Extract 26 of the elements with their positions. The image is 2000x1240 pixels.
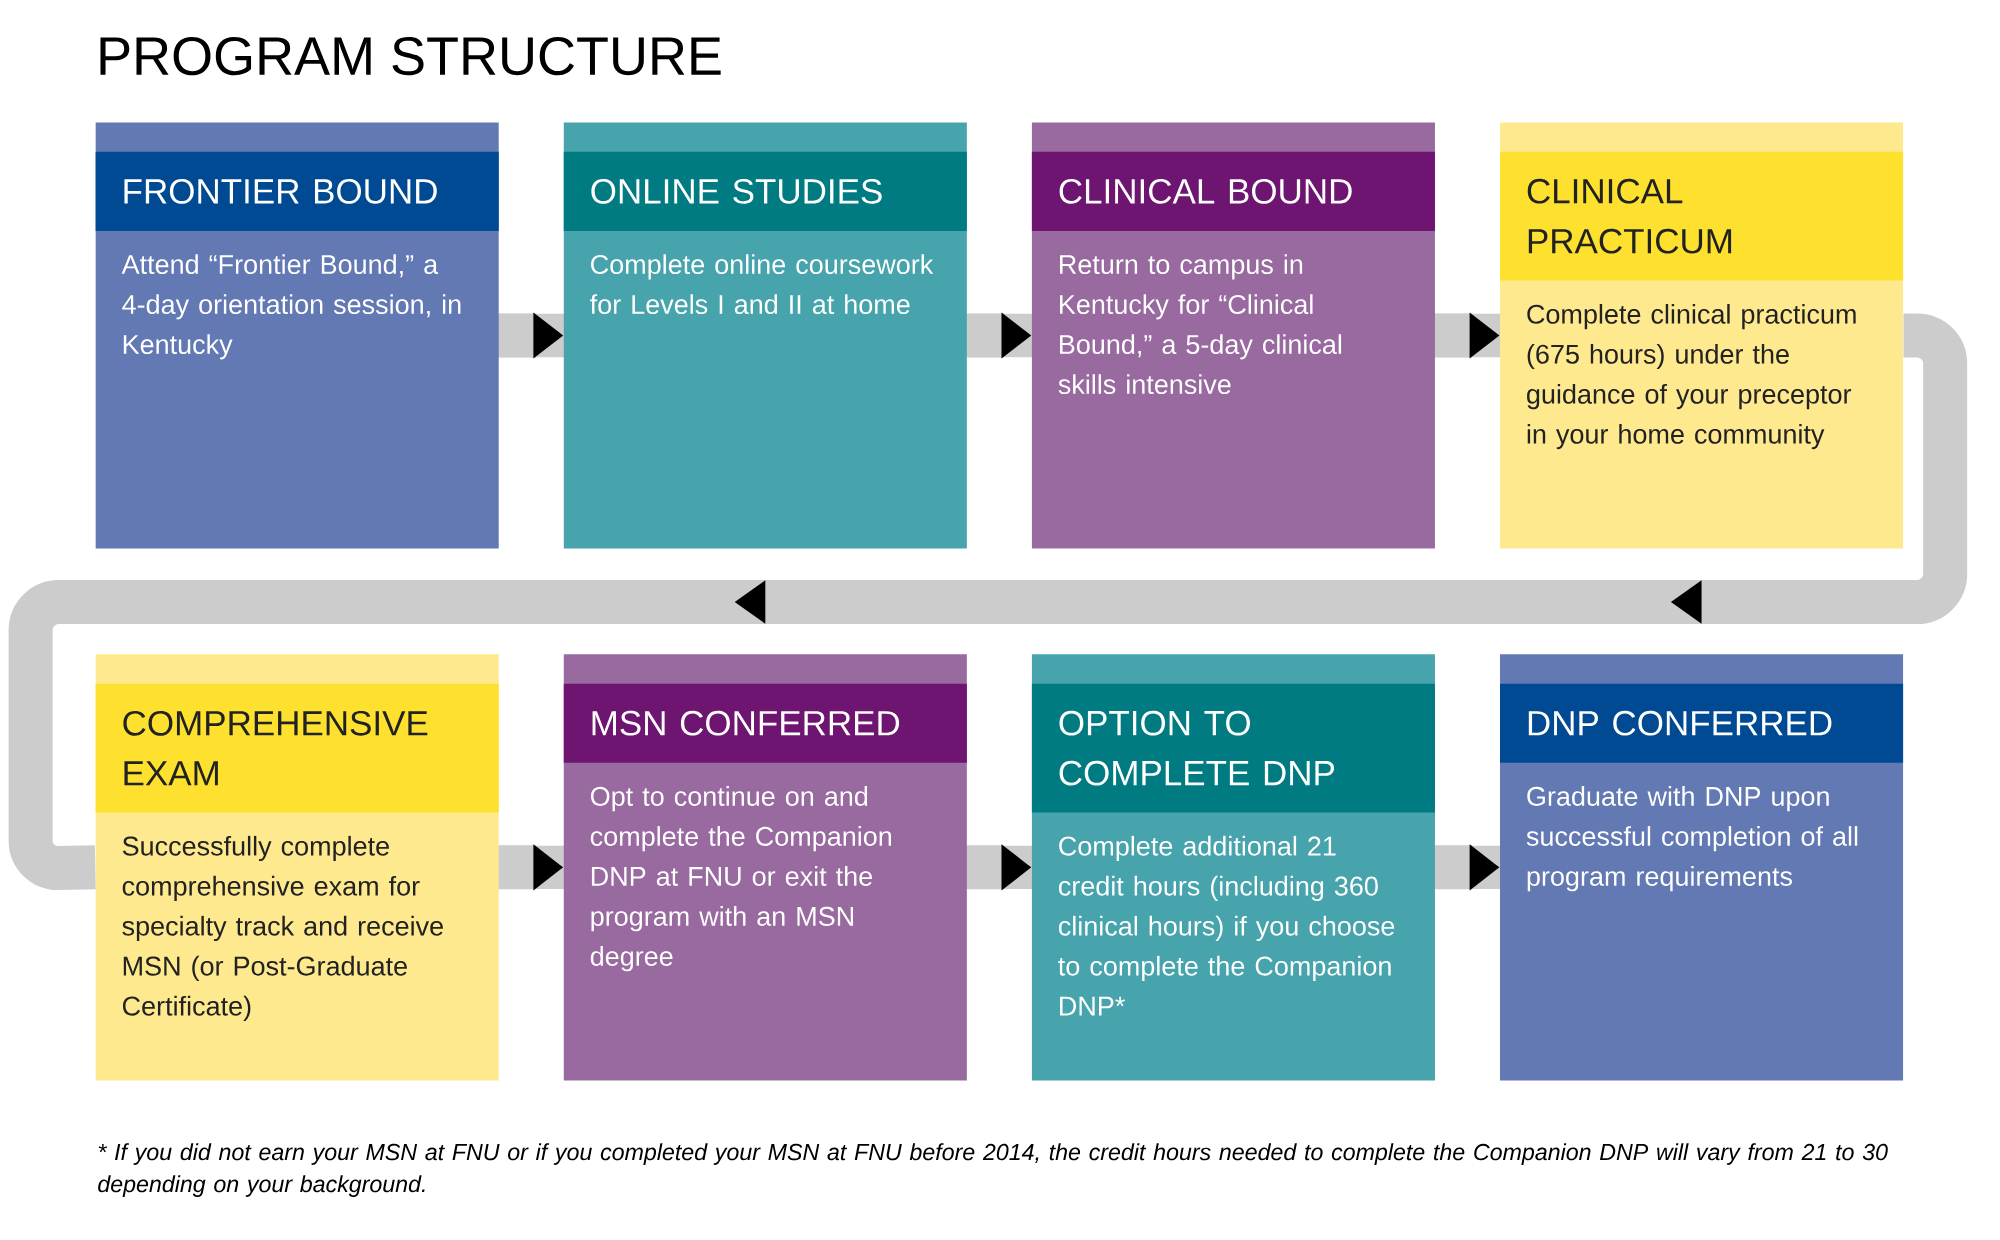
box-body: Successfully complete comprehensive exam for specialty track and receive MSN (or Post-Graduate Certificate): [122, 835, 443, 1022]
step-box: [1031, 654, 1435, 1081]
box-body: Return to campus in Kentucky for “Clinical Bound,” a 5-day clinical skills intensive: [1058, 254, 1342, 395]
box-heading: CLINICAL PRACTICUM: [1527, 178, 1732, 254]
step-box: [563, 122, 967, 549]
box-heading: OPTION TO COMPLETE DNP: [1059, 710, 1335, 786]
step-box: [563, 654, 967, 1081]
step-box: [95, 122, 499, 549]
box-body: Complete additional 21 credit hours (including 360 clinical hours) if you choose to complete the Companion DNP*: [1058, 835, 1395, 1016]
footnote: * If you did not earn your MSN at FNU or if you completed your MSN at FNU before 2014, the credit hours needed to complete the Companion DNP will vary from 21 to 30 depending on your background.: [98, 1143, 1888, 1197]
box-heading: CLINICAL BOUND: [1059, 179, 1352, 204]
box-heading: DNP CONFERRED: [1528, 710, 1832, 736]
step-box: [95, 654, 499, 1081]
page-title: PROGRAM STRUCTURE: [100, 37, 721, 76]
box-heading: MSN CONFERRED: [592, 710, 900, 736]
step-box: [1500, 654, 1904, 1081]
box-heading: FRONTIER BOUND: [124, 179, 437, 204]
box-body: Complete online coursework for Levels I and II at home: [590, 254, 934, 315]
box-heading: ONLINE STUDIES: [591, 179, 882, 204]
box-heading: COMPREHENSIVE EXAM: [123, 711, 428, 786]
box-body: Graduate with DNP upon successful completion of all program requirements: [1526, 786, 1858, 892]
box-body: Complete clinical practicum (675 hours) under the guidance of your preceptor in your home community: [1527, 304, 1856, 450]
step-box: [1500, 122, 1904, 549]
box-body: Attend “Frontier Bound,” a 4-day orientation session, in Kentucky: [121, 254, 461, 360]
box-body: Opt to continue on and complete the Companion DNP at FNU or exit the program with an MSN degree: [590, 786, 892, 972]
step-box: [1031, 122, 1435, 549]
